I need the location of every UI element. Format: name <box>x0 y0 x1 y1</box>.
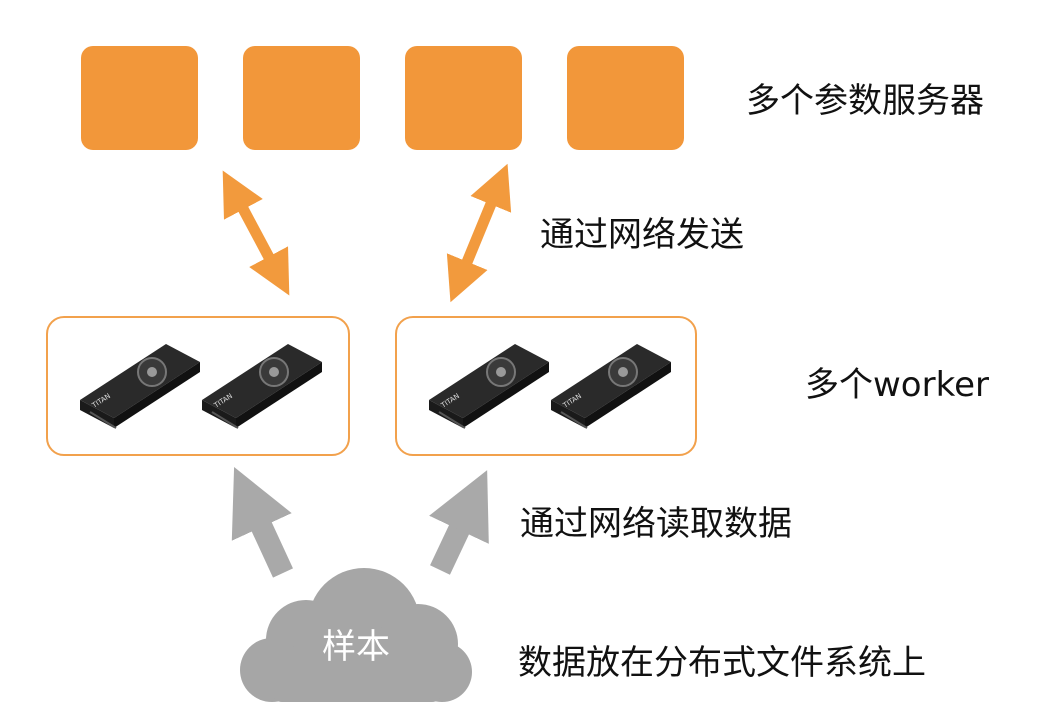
parameter-server-2 <box>243 46 360 150</box>
send-arrow-right <box>446 163 512 303</box>
parameter-server-3 <box>405 46 522 150</box>
cloud-label: 样本 <box>322 627 390 667</box>
gpu-card-icon: TITAN <box>429 344 549 429</box>
gpu-card-icon: TITAN <box>551 344 671 429</box>
servers-label: 多个参数服务器 <box>746 81 984 121</box>
send-label: 通过网络发送 <box>540 215 744 255</box>
gpu-card-icon: TITAN <box>202 344 322 429</box>
parameter-server-1 <box>81 46 198 150</box>
storage-label: 数据放在分布式文件系统上 <box>518 643 926 683</box>
cloud-icon <box>240 568 472 702</box>
workers-label: 多个worker <box>805 365 989 405</box>
send-arrow-left <box>222 170 290 296</box>
worker-group-1: TITAN TITAN <box>46 316 350 456</box>
read-arrow-left <box>231 467 293 578</box>
read-label: 通过网络读取数据 <box>520 504 792 544</box>
worker-group-2: TITAN TITAN <box>395 316 697 456</box>
parameter-server-4 <box>567 46 684 150</box>
read-arrow-right <box>429 470 489 575</box>
gpu-card-icon: TITAN <box>80 344 200 429</box>
